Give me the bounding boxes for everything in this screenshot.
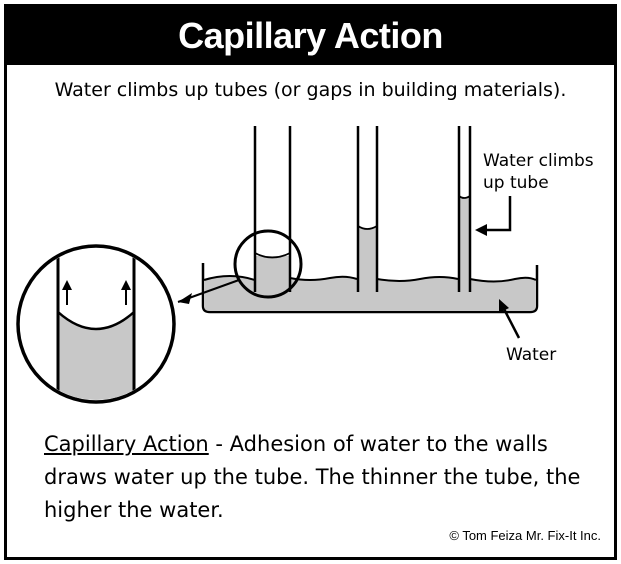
water-basin	[201, 263, 539, 314]
description-text: - Adhesion of water to the walls draws w…	[44, 432, 581, 522]
copyright: © Tom Feiza Mr. Fix-It Inc.	[449, 528, 601, 543]
title-bar: Capillary Action	[7, 7, 614, 65]
subtitle: Water climbs up tubes (or gaps in buildi…	[54, 79, 567, 101]
up-arrow-right-icon	[121, 280, 131, 290]
medium-tube-water	[358, 228, 377, 280]
wide-tube-meniscus	[254, 252, 291, 259]
page-title: Capillary Action	[178, 15, 443, 56]
up-arrow-left-icon	[62, 280, 72, 290]
magnified-meniscus	[57, 311, 135, 331]
water-label-arrow-line	[501, 306, 521, 339]
water-label-arrow-head	[499, 299, 509, 313]
water-surface-line	[203, 275, 537, 283]
medium-tube-meniscus	[357, 225, 378, 230]
description-term: Capillary Action	[44, 432, 209, 456]
tube-label-arrow-head	[475, 224, 487, 236]
tube-label: Water climbs up tube	[483, 151, 594, 193]
magnifier-connector-arrow	[178, 293, 192, 304]
water-body	[204, 276, 536, 311]
description: Capillary Action - Adhesion of water to …	[44, 428, 584, 527]
magnifier-small-circle	[233, 229, 303, 299]
tube-label-arrow-line	[484, 196, 512, 232]
wide-tube-water	[255, 256, 290, 280]
thin-tube-water	[459, 197, 470, 280]
magnified-water	[58, 312, 134, 400]
water-label: Water	[506, 345, 557, 365]
